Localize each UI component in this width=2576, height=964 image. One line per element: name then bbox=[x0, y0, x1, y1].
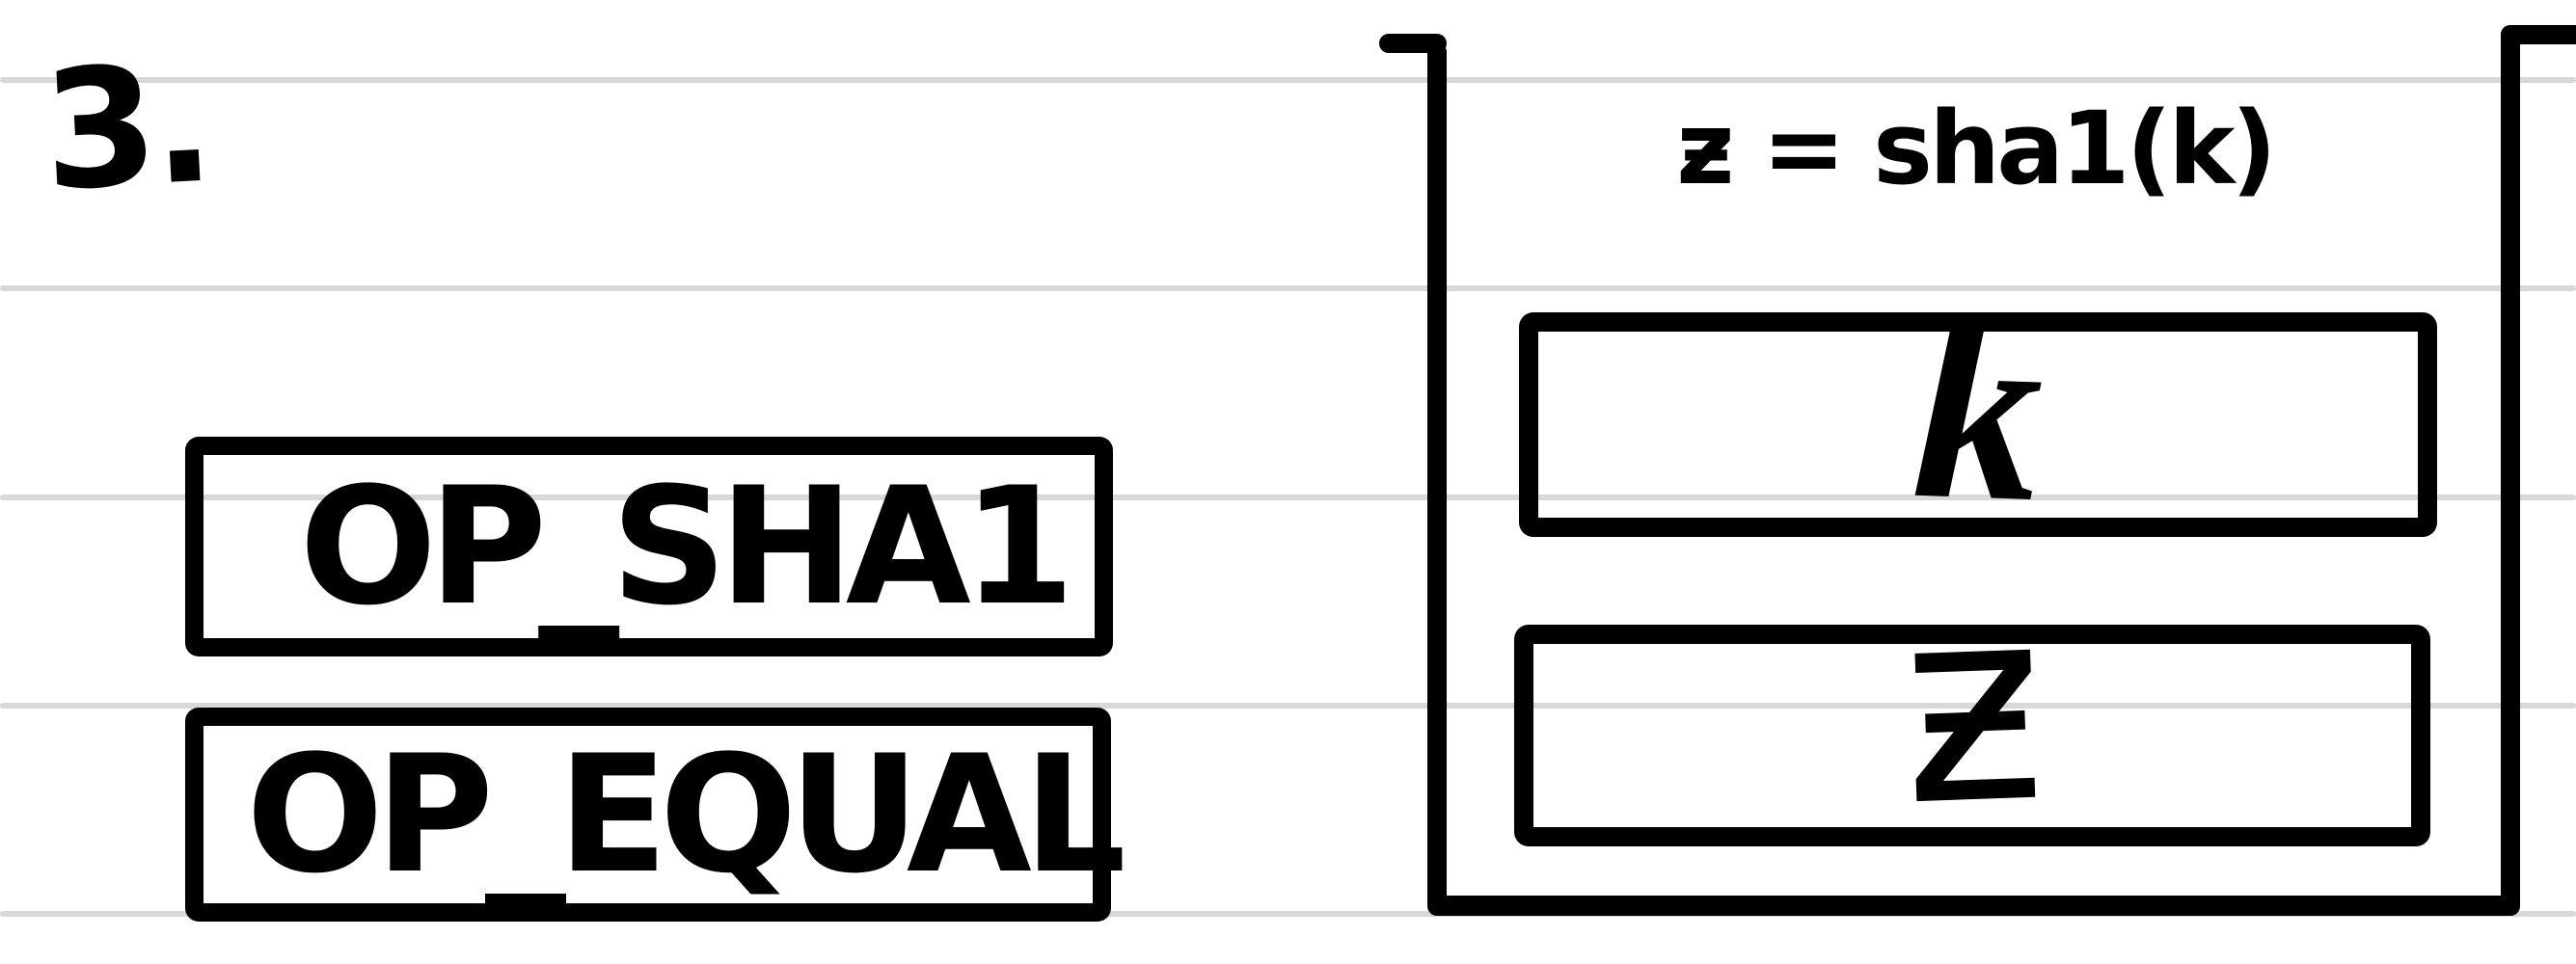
stack-right-top-flare bbox=[2501, 25, 2576, 44]
stack-cell-k: k bbox=[1519, 269, 2437, 555]
opcode-label-equal: OP_EQUAL bbox=[246, 720, 1126, 909]
stack-annotation: ƶ = sha1(k) bbox=[1676, 90, 2277, 207]
ruled-line bbox=[0, 77, 2576, 83]
stack-cell-z-label: ƶ bbox=[1895, 547, 2049, 867]
opcode-label-sha1: OP_SHA1 bbox=[299, 452, 1074, 641]
stack-left-wall bbox=[1427, 42, 1447, 916]
item-number-label: 3. bbox=[38, 28, 213, 228]
ruled-line bbox=[0, 495, 2576, 500]
stack-right-wall bbox=[2501, 25, 2520, 916]
stack-cell-z: ƶ bbox=[1514, 548, 2430, 866]
stack-bottom-wall bbox=[1429, 896, 2520, 916]
ruled-line bbox=[0, 285, 2576, 291]
opcode-box-sha1: OP_SHA1 bbox=[185, 437, 1113, 656]
ruled-line bbox=[0, 703, 2576, 709]
stack-cell-k-label: k bbox=[1909, 269, 2047, 556]
opcode-box-equal: OP_EQUAL bbox=[185, 708, 1126, 922]
ruled-line bbox=[0, 911, 2576, 917]
